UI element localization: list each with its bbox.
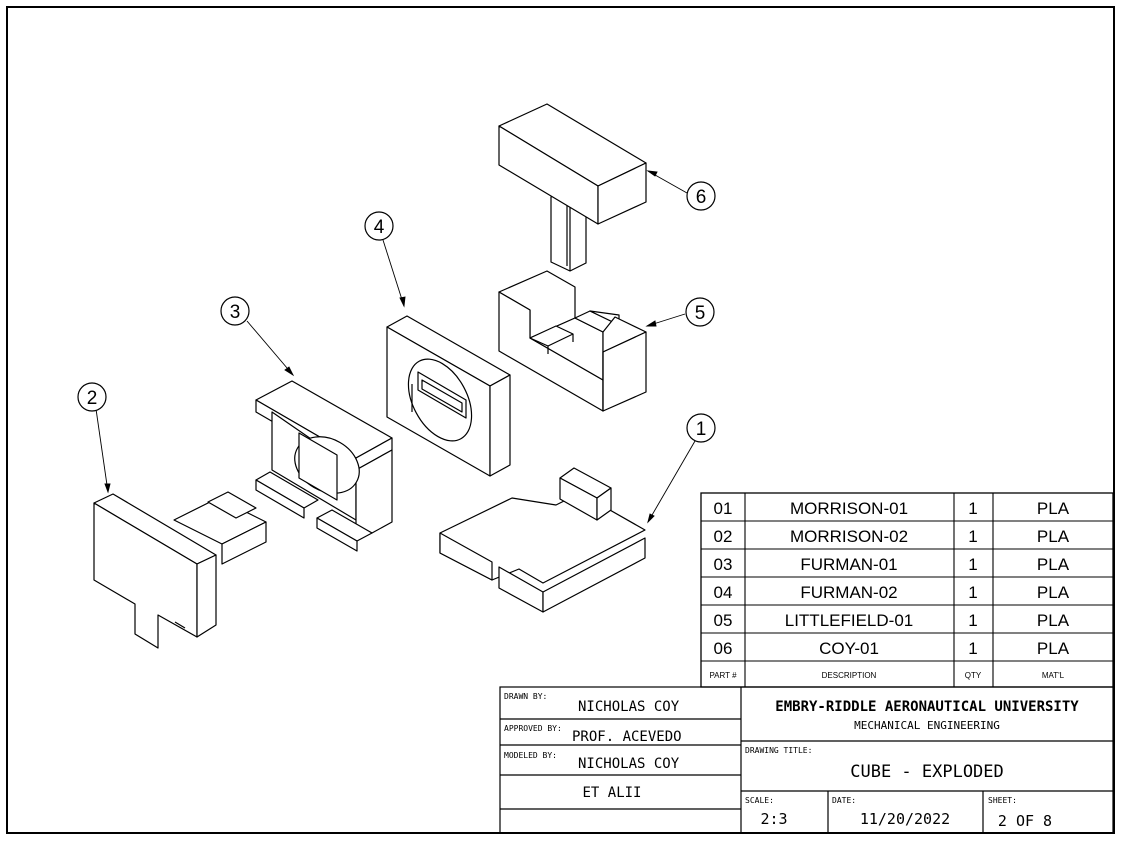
balloon-4-label: 4 — [374, 217, 385, 238]
scale-value: 2:3 — [760, 810, 787, 828]
balloon-1: 1 — [686, 413, 716, 443]
balloon-5: 5 — [685, 297, 715, 327]
part-6-drawing — [498, 103, 647, 272]
bom-row-2-mat: PLA — [1037, 527, 1070, 546]
bom-row-3-mat: PLA — [1037, 555, 1070, 574]
balloon-6-label: 6 — [696, 187, 707, 208]
bom-row-4-desc: FURMAN-02 — [800, 583, 897, 602]
balloon-2: 2 — [77, 382, 107, 412]
bom-row-4-part: 04 — [714, 583, 733, 602]
balloon-5-label: 5 — [695, 303, 706, 324]
part-3-drawing — [255, 380, 393, 552]
part-2-drawing — [93, 491, 267, 649]
part-5-drawing — [498, 270, 647, 412]
sheet-label: SHEET: — [988, 796, 1017, 805]
balloon-3: 3 — [220, 296, 250, 326]
part-1-drawing — [439, 467, 646, 613]
bom-row-3-desc: FURMAN-01 — [800, 555, 897, 574]
bom-row-6-mat: PLA — [1037, 639, 1070, 658]
bom-header-part: PART # — [709, 671, 737, 680]
balloon-2-label: 2 — [87, 388, 98, 409]
title-block-text: DRAWN BY: NICHOLAS COY APPROVED BY: PROF… — [504, 692, 1079, 830]
bom-row-6-desc: COY-01 — [819, 639, 879, 658]
department-name: MECHANICAL ENGINEERING — [854, 719, 1000, 732]
balloon-4: 4 — [364, 211, 394, 241]
bom-row-5-mat: PLA — [1037, 611, 1070, 630]
bom-text: 01 MORRISON-01 1 PLA 02 MORRISON-02 1 PL… — [709, 499, 1069, 680]
bom-row-4-mat: PLA — [1037, 583, 1070, 602]
bom-header-qty: QTY — [965, 671, 982, 680]
bom-row-2-qty: 1 — [968, 527, 977, 546]
title-block-lines — [499, 686, 1114, 834]
bom-row-3-qty: 1 — [968, 555, 977, 574]
bom-row-2-part: 02 — [714, 527, 733, 546]
balloon-1-label: 1 — [696, 419, 707, 440]
drawing-title-label: DRAWING TITLE: — [745, 746, 812, 755]
bom-row-6-qty: 1 — [968, 639, 977, 658]
bom-row-1-qty: 1 — [968, 499, 977, 518]
organization-name: EMBRY-RIDDLE AERONAUTICAL UNIVERSITY — [775, 699, 1079, 715]
date-label: DATE: — [832, 796, 856, 805]
bom-row-1-desc: MORRISON-01 — [790, 499, 908, 518]
modeled-by-label: MODELED BY: — [504, 751, 557, 760]
approved-by-value: PROF. ACEVEDO — [572, 729, 682, 745]
bom-row-6-part: 06 — [714, 639, 733, 658]
modeled-by-value: NICHOLAS COY — [578, 756, 680, 772]
sheet-value: 2 OF 8 — [998, 812, 1052, 830]
balloon-3-label: 3 — [230, 302, 241, 323]
bom-row-2-desc: MORRISON-02 — [790, 527, 908, 546]
balloon-6: 6 — [686, 181, 716, 211]
bom-row-5-desc: LITTLEFIELD-01 — [785, 611, 914, 630]
bom-row-1-part: 01 — [714, 499, 733, 518]
approved-by-label: APPROVED BY: — [504, 724, 562, 733]
date-value: 11/20/2022 — [860, 810, 950, 828]
leader-lines — [95, 170, 696, 524]
bom-header-description: DESCRIPTION — [822, 671, 877, 680]
bom-row-1-mat: PLA — [1037, 499, 1070, 518]
drawn-by-label: DRAWN BY: — [504, 692, 547, 701]
bom-row-3-part: 03 — [714, 555, 733, 574]
part-4-drawing — [386, 315, 511, 477]
bom-row-4-qty: 1 — [968, 583, 977, 602]
bom-header-material: MAT'L — [1042, 671, 1065, 680]
drawing-title: CUBE - EXPLODED — [850, 762, 1004, 782]
modeled-by-value-2: ET ALII — [582, 785, 641, 801]
bom-row-5-part: 05 — [714, 611, 733, 630]
bom-row-5-qty: 1 — [968, 611, 977, 630]
drawn-by-value: NICHOLAS COY — [578, 699, 680, 715]
scale-label: SCALE: — [745, 796, 774, 805]
